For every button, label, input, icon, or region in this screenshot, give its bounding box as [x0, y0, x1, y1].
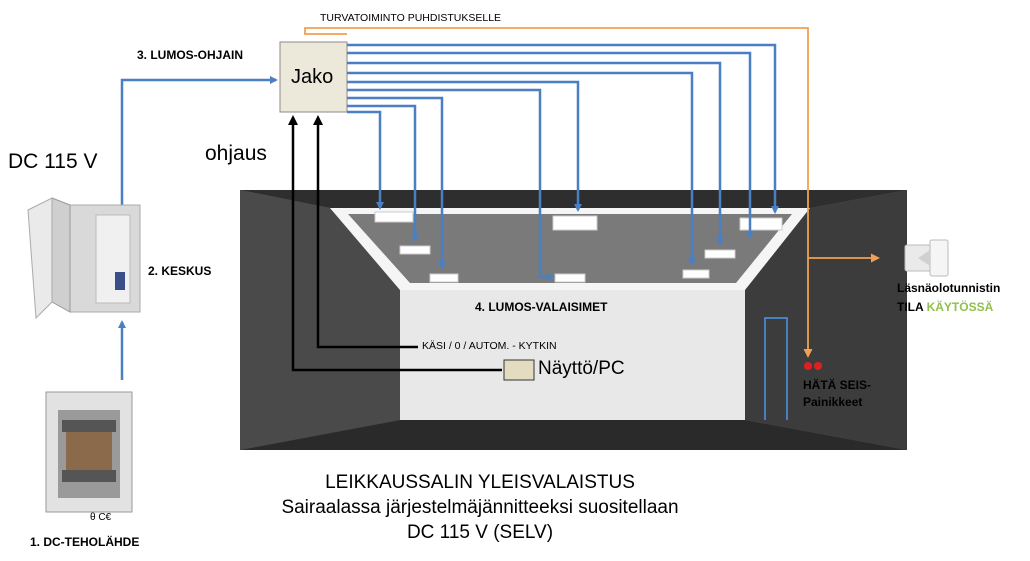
lumos-controller-label: 3. LUMOS-OHJAIN: [137, 48, 243, 62]
safety-function-label: TURVATOIMINTO PUHDISTUKSELLE: [320, 12, 501, 24]
switch-label: KÄSI / 0 / AUTOM. - KYTKIN: [422, 340, 557, 352]
caption-title: LEIKKAUSSALIN YLEISVALAISTUS: [230, 470, 730, 495]
operating-room: [240, 190, 907, 450]
emergency-stop-label-1: HÄTÄ SEIS-: [803, 378, 871, 392]
luminaire: [555, 274, 585, 282]
presence-sensor-icon: [905, 240, 948, 276]
emergency-stop-icon: [804, 362, 812, 370]
caption-line-2: Sairaalassa järjestelmäjännitteeksi suos…: [200, 495, 760, 520]
luminaire: [683, 270, 709, 278]
dc-power-supply-label: 1. DC-TEHOLÄHDE: [30, 535, 139, 549]
luminaires-label: 4. LUMOS-VALAISIMET: [475, 300, 607, 314]
display-pc-box: [504, 360, 534, 380]
control-label: ohjaus: [205, 142, 267, 166]
dc-voltage-label: DC 115 V: [8, 150, 98, 174]
luminaire: [430, 274, 458, 282]
keskus-cabinet-icon: [28, 198, 140, 318]
status-line: TILA KÄYTÖSSÄ: [897, 300, 993, 314]
jako-label: Jako: [291, 66, 333, 89]
display-pc-label: Näyttö/PC: [538, 358, 625, 380]
luminaire: [400, 246, 430, 254]
status-tila: TILA: [897, 300, 923, 314]
dc-power-supply-icon: [46, 392, 132, 512]
room-ceiling: [240, 190, 907, 208]
ce-mark: θ C€: [90, 512, 111, 523]
luminaire: [375, 212, 413, 222]
emergency-stop-label-2: Painikkeet: [803, 395, 862, 409]
keskus-label: 2. KESKUS: [148, 264, 211, 278]
luminaire: [553, 216, 597, 230]
luminaire: [705, 250, 735, 258]
presence-sensor-label: Läsnäolotunnistin: [897, 281, 1000, 295]
caption-line-3: DC 115 V (SELV): [230, 520, 730, 545]
emergency-stop-icon: [814, 362, 822, 370]
status-kaytossa: KÄYTÖSSÄ: [927, 300, 994, 314]
luminaire: [740, 218, 782, 230]
